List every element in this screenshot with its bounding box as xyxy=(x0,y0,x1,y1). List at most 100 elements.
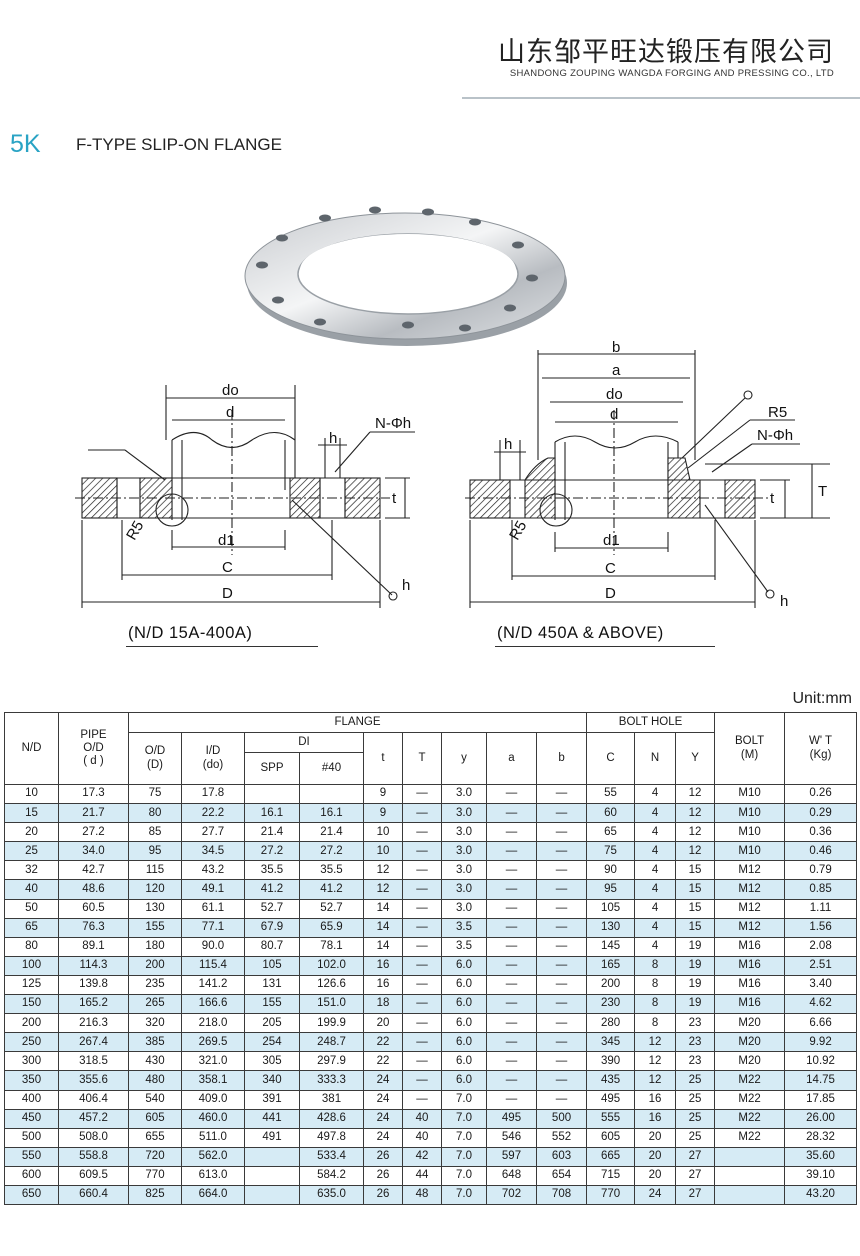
table-cell: 23 xyxy=(675,1051,716,1072)
table-cell: 105 xyxy=(586,898,636,919)
table-cell: 52.7 xyxy=(244,898,300,919)
table-cell: 75 xyxy=(586,841,636,862)
table-cell: 708 xyxy=(535,1184,588,1206)
table-cell: 390 xyxy=(586,1051,636,1072)
table-cell: 24 xyxy=(363,1127,403,1148)
table-cell: 22 xyxy=(363,1051,403,1072)
table-cell: 78.1 xyxy=(299,936,364,957)
table-cell: 85 xyxy=(128,822,182,843)
table-cell: — xyxy=(535,803,588,824)
table-cell: 15 xyxy=(675,879,716,900)
table-cell: 150 xyxy=(4,994,59,1015)
table-cell: 155 xyxy=(244,994,300,1015)
header-n: N xyxy=(634,732,677,785)
table-cell: 50 xyxy=(4,898,59,919)
table-cell: 648 xyxy=(486,1165,537,1186)
table-cell: 12 xyxy=(634,1051,677,1072)
table-cell: M12 xyxy=(714,898,786,919)
table-cell: 105 xyxy=(244,955,300,976)
label-nphi-right: N-Φh xyxy=(757,427,793,444)
table-cell: 145 xyxy=(586,936,636,957)
table-cell: 35.5 xyxy=(299,860,364,881)
table-cell: 269.5 xyxy=(181,1032,245,1053)
table-cell: 27 xyxy=(675,1146,716,1167)
table-cell: 540 xyxy=(128,1089,182,1110)
table-cell: 770 xyxy=(586,1184,636,1206)
table-cell: 25 xyxy=(675,1089,716,1110)
table-cell: M16 xyxy=(714,994,786,1015)
table-cell: — xyxy=(486,1032,537,1053)
table-cell: 25 xyxy=(675,1108,716,1129)
table-cell: 3.0 xyxy=(441,898,487,919)
table-cell: — xyxy=(486,803,537,824)
table-cell: 665 xyxy=(586,1146,636,1167)
table-cell: 165 xyxy=(586,955,636,976)
table-cell: 139.8 xyxy=(58,974,129,996)
table-cell: — xyxy=(535,974,588,996)
table-cell: 40 xyxy=(402,1108,442,1129)
table-cell: 3.0 xyxy=(441,879,487,900)
table-cell: 19 xyxy=(675,994,716,1015)
table-cell: 546 xyxy=(486,1127,537,1148)
table-cell: 450 xyxy=(4,1108,59,1129)
table-cell: 141.2 xyxy=(181,974,245,996)
table-cell: 95 xyxy=(128,841,182,862)
table-cell: 584.2 xyxy=(299,1165,364,1186)
table-cell: 90 xyxy=(586,860,636,881)
table-cell: 24 xyxy=(363,1089,403,1110)
table-cell: 25 xyxy=(675,1070,716,1091)
table-cell: 199.9 xyxy=(299,1013,364,1034)
table-cell: 7.0 xyxy=(441,1127,487,1148)
table-cell: — xyxy=(535,955,588,976)
table-cell: — xyxy=(535,783,588,805)
table-cell: — xyxy=(486,860,537,881)
table-cell: M22 xyxy=(714,1127,786,1148)
table-cell: — xyxy=(486,974,537,996)
table-cell: 340 xyxy=(244,1070,300,1091)
table-cell: 43.20 xyxy=(784,1184,858,1206)
table-cell: 16.1 xyxy=(299,803,364,824)
table-cell: 6.0 xyxy=(441,955,487,976)
table-cell: M12 xyxy=(714,917,786,938)
table-cell: 3.5 xyxy=(441,917,487,938)
table-cell: 9 xyxy=(363,803,403,824)
table-cell: 60.5 xyxy=(58,898,129,919)
table-cell: 635.0 xyxy=(299,1184,364,1206)
table-cell: 385 xyxy=(128,1032,182,1053)
header-s40: #40 xyxy=(299,752,364,785)
table-cell: 457.2 xyxy=(58,1108,129,1129)
table-cell: 130 xyxy=(128,898,182,919)
table-cell: M10 xyxy=(714,783,786,805)
table-cell: 76.3 xyxy=(58,917,129,938)
table-cell: 508.0 xyxy=(58,1127,129,1148)
table-cell: — xyxy=(486,936,537,957)
table-cell: 358.1 xyxy=(181,1070,245,1091)
label-d-right: d xyxy=(610,406,618,423)
table-cell: 20 xyxy=(634,1165,677,1186)
table-cell: — xyxy=(486,955,537,976)
table-cell: M20 xyxy=(714,1051,786,1072)
table-cell: 200 xyxy=(128,955,182,976)
table-cell: 21.4 xyxy=(299,822,364,843)
table-cell: 10 xyxy=(363,841,403,862)
table-cell: 2.08 xyxy=(784,936,858,957)
table-cell: 114.3 xyxy=(58,955,129,976)
header-flange-id: I/D (do) xyxy=(181,732,245,785)
table-cell: — xyxy=(402,936,442,957)
table-cell: 26 xyxy=(363,1165,403,1186)
table-cell: 2.51 xyxy=(784,955,858,976)
table-cell: M20 xyxy=(714,1013,786,1034)
table-cell: 4 xyxy=(634,803,677,824)
table-cell: 115.4 xyxy=(181,955,245,976)
table-cell: 27 xyxy=(675,1165,716,1186)
table-cell: 77.1 xyxy=(181,917,245,938)
table-cell: 10 xyxy=(4,783,59,805)
table-cell: — xyxy=(535,917,588,938)
table-cell: — xyxy=(486,1089,537,1110)
table-cell: 3.0 xyxy=(441,860,487,881)
